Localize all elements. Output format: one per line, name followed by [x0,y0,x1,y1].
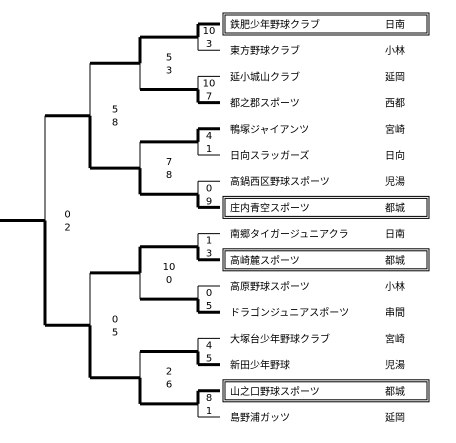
round2-match-score-bottom: 8 [166,170,172,181]
round2-match-score-bottom: 3 [166,65,172,76]
team-region: 都城 [385,202,405,214]
team-region: 宮崎 [385,332,405,345]
round2-match-score-top: 10 [163,262,176,273]
round1-match-score-top: 0 [206,183,212,194]
team-region: 延岡 [385,412,405,424]
team-name: 山之口野球スポーツ [230,385,320,398]
team-name: 庄内青空スポーツ [230,201,310,214]
round1-match-score-top: 1 [206,236,212,247]
team-region: 日南 [385,18,405,31]
winner-box-inner [224,381,428,401]
winner-box-outer [222,12,430,36]
round1-match-score-bottom: 1 [206,144,212,155]
final-match-score-bottom: 2 [64,223,70,234]
team-name: 島野浦ガッツ [230,411,290,424]
winner-boxes [222,12,430,403]
team-region: 都城 [385,386,405,398]
team-region: 児湯 [385,359,405,372]
round1-match-score-bottom: 5 [206,301,212,312]
final-match-score-top: 0 [64,210,70,221]
round1-match-score-bottom: 5 [206,354,212,365]
round2-match-score-bottom: 0 [166,275,172,286]
round1-match-score-top: 4 [206,341,212,352]
winner-box-outer [222,379,430,403]
team-region: 小林 [385,44,405,57]
round1-match-score-top: 10 [203,26,216,37]
team-name: 都之郡スポーツ [230,97,300,110]
team-name: 新田少年野球 [230,359,290,372]
round1-match-score-bottom: 9 [206,196,212,207]
round1-match-score-bottom: 3 [206,39,212,50]
round2-match-score-bottom: 6 [166,380,172,391]
round1-match-score-bottom: 1 [206,406,212,417]
round3-match-score-bottom: 8 [112,118,118,129]
team-name: ドラゴンジュニアスポーツ [230,306,349,319]
round1-match-score-top: 4 [206,131,212,142]
team-name: 鴨塚ジャイアンツ [230,123,309,136]
team-region: 小林 [385,280,405,293]
team-region: 日南 [385,228,405,241]
winner-box-inner [224,197,428,217]
team-name: 日向スラッガーズ [230,149,310,162]
round1-match-score-top: 10 [203,79,216,90]
team-region: 串間 [385,307,405,319]
team-name: 延小城山クラブ [230,70,300,83]
team-name: 高鍋西区野球スポーツ [230,175,330,188]
round1-match-score-top: 8 [206,393,212,404]
team-region: 児湯 [385,175,405,188]
winner-box-inner [224,14,428,34]
team-name: 大塚台少年野球クラブ [230,332,330,345]
round3-match-score-top: 0 [112,314,118,325]
team-name: 東方野球クラブ [230,44,300,57]
round1-match-score-top: 0 [206,288,212,299]
round1-match-score-bottom: 7 [206,92,212,103]
team-region: 都城 [385,255,405,267]
round3-match-score-top: 5 [112,105,118,116]
winner-box-inner [224,250,428,270]
team-name: 高原野球スポーツ [230,280,310,293]
round2-match-score-top: 5 [166,52,172,63]
team-name: 鉄肥少年野球クラブ [230,18,320,31]
team-name: 高崎麓スポーツ [230,254,300,267]
round3-match-score-bottom: 5 [112,327,118,338]
team-region: 日向 [385,149,405,162]
team-region: 延岡 [385,71,405,83]
team-region: 宮崎 [385,123,405,136]
team-region: 西都 [385,98,405,110]
bracket-lines [0,22,220,418]
round2-match-score-top: 2 [166,367,172,378]
winner-box-outer [222,195,430,219]
round2-match-score-top: 7 [166,157,172,168]
winner-box-outer [222,248,430,272]
team-name: 南郷タイガージュニアクラ [230,228,349,241]
round1-match-score-bottom: 3 [206,249,212,260]
team-list: 鉄肥少年野球クラブ日南東方野球クラブ小林延小城山クラブ延岡都之郡スポーツ西都鴨塚… [230,18,405,424]
